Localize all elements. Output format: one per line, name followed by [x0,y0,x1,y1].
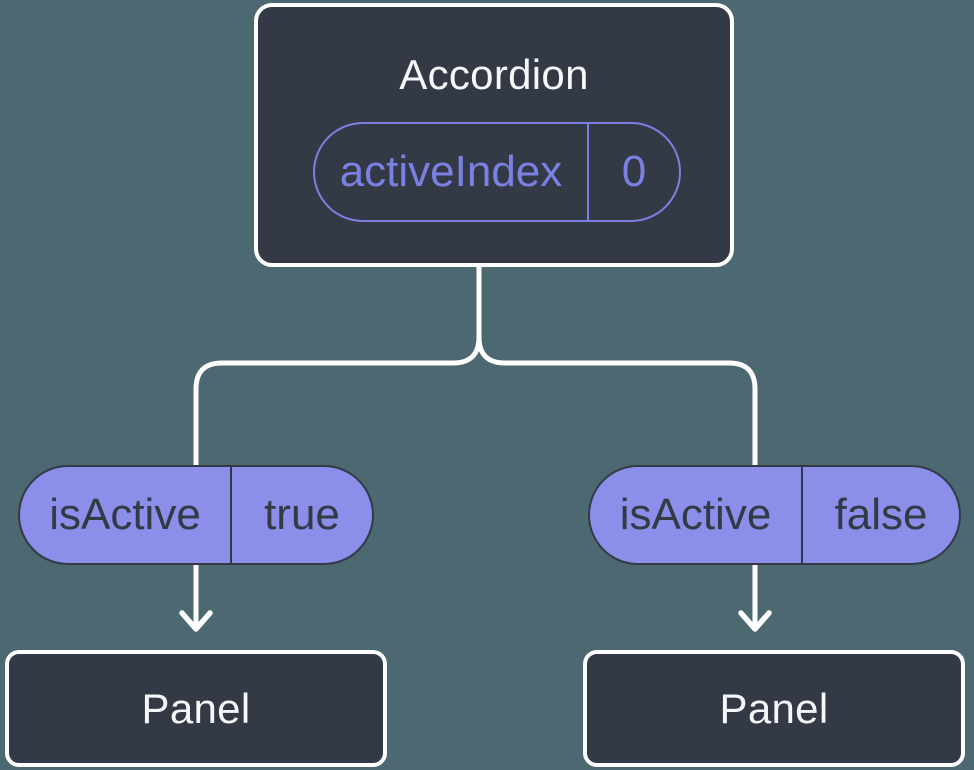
prop-name-label-left: isActive [20,467,232,563]
panel-node-left-title: Panel [141,684,251,732]
state-pill-activeindex: activeIndex 0 [313,122,681,222]
accordion-node-title: Accordion [399,51,589,98]
prop-name-label-right: isActive [590,467,803,563]
prop-value-label-right: false [834,490,928,539]
state-value-label: 0 [621,147,647,196]
arrow-down-icon-left [179,610,213,632]
state-name-label: activeIndex [315,124,589,220]
wire-right-branch [476,334,758,630]
wire-left-branch [193,261,482,630]
arrow-down-icon-right [738,610,772,632]
panel-node-right-title: Panel [719,684,829,732]
prop-pill-isactive-right: isActive false [588,465,961,565]
panel-node-left: Panel [5,650,387,767]
panel-node-right: Panel [583,650,965,767]
prop-pill-isactive-left: isActive true [18,465,374,565]
accordion-node: Accordion activeIndex 0 [254,3,734,267]
prop-value-label-left: true [264,490,340,539]
